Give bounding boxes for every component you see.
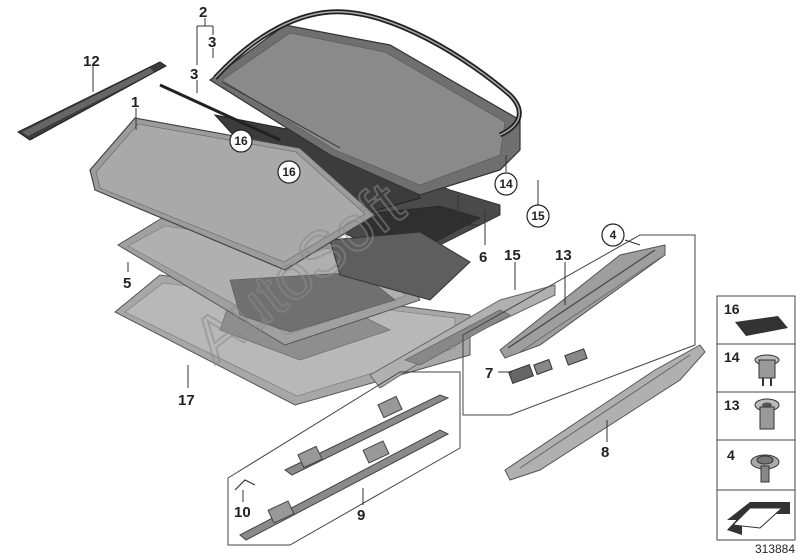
diagram-id: 313884 [755, 542, 795, 556]
part-3-strip [159, 83, 281, 142]
legend-item-arrow [716, 489, 796, 541]
callout-3b: 3 [190, 66, 198, 83]
pad-icon [735, 316, 788, 336]
callout-17: 17 [178, 392, 195, 409]
grommet-icon [754, 398, 780, 430]
callout-11: 13 [555, 247, 572, 264]
legend-item-16: 16 [716, 295, 796, 345]
svg-text:14: 14 [499, 177, 513, 191]
part-7-slider [507, 348, 588, 385]
callout-labels: 12 1 2 3 3 5 17 6 15 13 7 8 9 10 [83, 4, 609, 524]
callout-12: 12 [83, 53, 100, 70]
circled-callout-16a: 16 [229, 129, 253, 153]
svg-text:16: 16 [234, 134, 248, 148]
svg-text:13: 13 [724, 397, 740, 413]
part-12-wind-deflector [17, 61, 167, 141]
circled-callout-16b: 16 [277, 160, 301, 184]
callout-15: 15 [504, 247, 521, 264]
callout-2: 2 [199, 4, 207, 21]
circled-callout-14: 15 [526, 204, 550, 228]
group-box-9-10 [227, 371, 461, 546]
part-11-guide-rail [499, 244, 666, 359]
part-10-clip [234, 479, 256, 491]
callout-10: 10 [234, 504, 251, 521]
circled-callout-13: 14 [494, 172, 518, 196]
rear-glass-panel [208, 24, 521, 196]
nut-icon [750, 454, 780, 483]
part-9-rail-set [239, 394, 450, 541]
svg-text:16: 16 [282, 165, 296, 179]
callout-7: 7 [485, 365, 493, 382]
clip-icon [754, 354, 780, 386]
group-box-4-11-7 [462, 234, 696, 416]
circled-callout-4: 4 [601, 223, 625, 247]
callout-1: 1 [131, 94, 139, 111]
part-1-front-glass [89, 117, 377, 271]
callout-8: 8 [601, 444, 609, 461]
callout-6: 6 [479, 249, 487, 266]
legend: 16 14 13 4 [716, 295, 796, 541]
arrow-icon [727, 502, 790, 535]
svg-text:14: 14 [724, 349, 740, 365]
legend-item-13: 13 [716, 391, 796, 441]
legend-item-4: 4 [716, 439, 796, 491]
svg-text:16: 16 [724, 301, 740, 317]
callout-5: 5 [123, 275, 131, 292]
part-8-drive-cable-rail [504, 344, 706, 481]
svg-text:15: 15 [531, 209, 545, 223]
svg-text:4: 4 [610, 228, 617, 242]
svg-text:4: 4 [727, 447, 735, 463]
callout-3a: 3 [208, 34, 216, 51]
legend-item-14: 14 [716, 343, 796, 393]
callout-9: 9 [357, 507, 365, 524]
